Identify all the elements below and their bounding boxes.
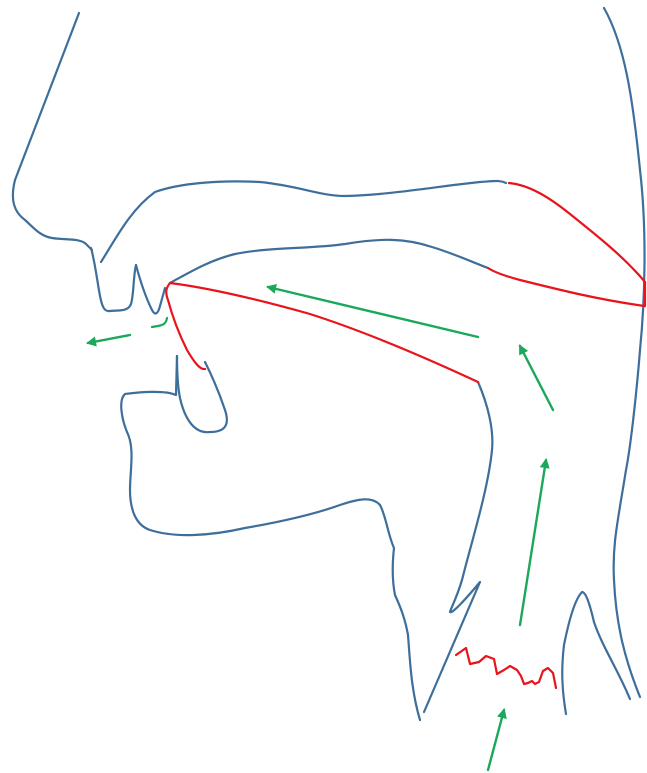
- upper-lip-outline: [91, 248, 136, 311]
- airflow-arrow-nasal-up: [520, 346, 553, 410]
- anatomy-outlines: [13, 8, 645, 720]
- tongue-outline: [170, 240, 488, 283]
- airflow-arrow-lips: [88, 335, 130, 343]
- vocal-folds: [456, 648, 556, 688]
- upper-teeth-outline: [136, 265, 165, 313]
- airflow-arrows: [88, 287, 553, 770]
- lip-airflow-dash: [152, 318, 167, 327]
- epiglottis-outline: [424, 382, 492, 712]
- nose-outline: [13, 13, 92, 250]
- larynx-outline: [562, 592, 630, 714]
- velopharyngeal-closure: [488, 183, 645, 306]
- tongue-tip-contact: [166, 283, 478, 382]
- palate-outline: [101, 181, 506, 262]
- airflow-arrow-glottis: [488, 710, 504, 770]
- airflow-arrow-pharynx: [520, 460, 546, 625]
- jaw-chin-outline: [121, 356, 420, 720]
- posterior-pharynx-wall: [604, 8, 645, 697]
